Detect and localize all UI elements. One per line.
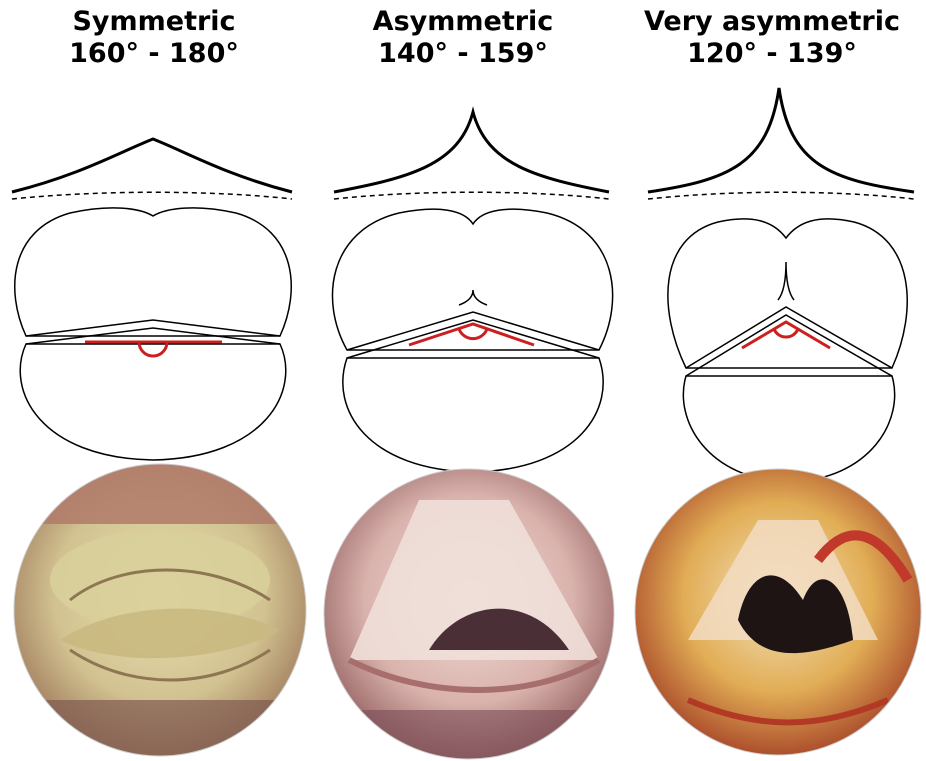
baseline-dashed-curve [648, 192, 914, 199]
surgical-photo-very-asymmetric-valve [635, 469, 921, 755]
lower-leaflet-outline [683, 376, 894, 482]
valve-diagram-asymmetric [309, 0, 617, 761]
surgical-photo-symmetric-valve [14, 464, 306, 760]
baseline-dashed-curve [12, 192, 292, 199]
valve-diagram-very-asymmetric [618, 0, 926, 761]
commissure-profile-curve [334, 112, 609, 192]
commissure-profile-curve [648, 88, 914, 192]
surgical-photo-asymmetric-valve [324, 469, 614, 760]
lower-leaflet-outline [343, 358, 603, 472]
valve-diagram-symmetric [0, 0, 308, 761]
upper-leaflet-outline [15, 208, 292, 336]
column-asymmetric: Asymmetric 140° - 159° [309, 0, 617, 761]
commissure-profile-curve [12, 139, 292, 192]
upper-leaflet-outline [668, 219, 907, 368]
upper-leaflet-outline [332, 209, 612, 350]
column-symmetric: Symmetric 160° - 180° [0, 0, 308, 761]
baseline-dashed-curve [334, 192, 609, 199]
lower-leaflet-outline [20, 344, 286, 460]
column-very-asymmetric: Very asymmetric 120° - 139° [618, 0, 926, 761]
